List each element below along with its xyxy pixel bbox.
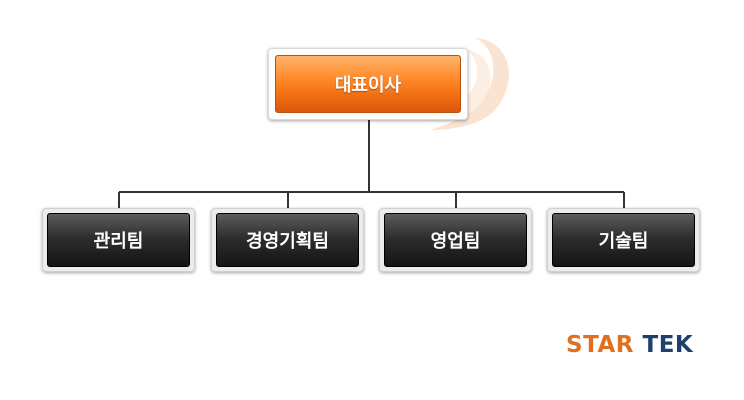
swoosh-watermark xyxy=(425,38,509,130)
node-planning-team: 경영기획팀 xyxy=(211,208,364,272)
node-sales-team: 영업팀 xyxy=(379,208,532,272)
node-ceo-label: 대표이사 xyxy=(275,55,461,113)
node-management-team: 관리팀 xyxy=(42,208,195,272)
node-ceo: 대표이사 xyxy=(268,48,468,120)
node-label: 관리팀 xyxy=(47,213,190,267)
node-tech-team: 기술팀 xyxy=(547,208,700,272)
node-label: 영업팀 xyxy=(384,213,527,267)
logo-tek-text: TEK xyxy=(642,332,694,358)
node-label: 기술팀 xyxy=(552,213,695,267)
company-logo: STAR TEK xyxy=(566,332,693,358)
logo-star-text: STAR xyxy=(566,332,634,358)
node-label: 경영기획팀 xyxy=(216,213,359,267)
